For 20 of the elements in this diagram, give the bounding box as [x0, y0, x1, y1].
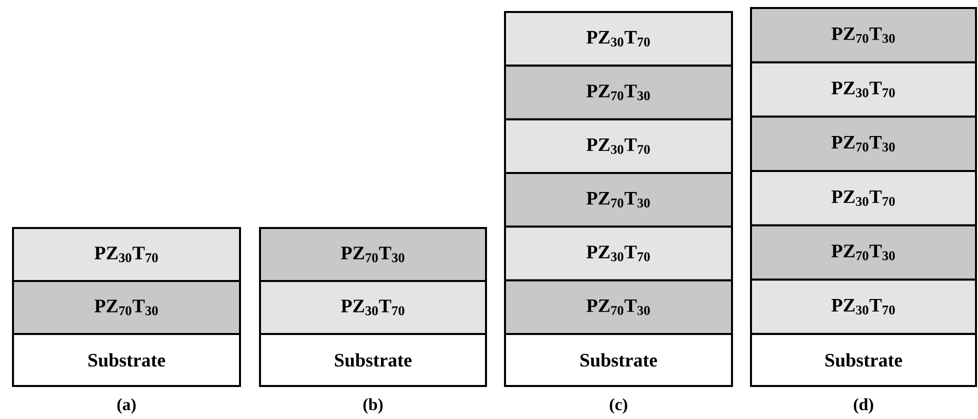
- layer-box: PZ$_{30}$T$_{70}$: [750, 61, 977, 118]
- layer-box: PZ$_{30}$T$_{70}$: [504, 118, 733, 174]
- layer-box: PZ$_{70}$T$_{30}$: [12, 280, 241, 335]
- layer-box: PZ$_{30}$T$_{70}$: [504, 10, 733, 67]
- layer-box: PZ$_{30}$T$_{70}$: [750, 170, 977, 226]
- layer-box: PZ$_{30}$T$_{70}$: [12, 226, 241, 282]
- layer-box: PZ$_{70}$T$_{30}$: [504, 279, 733, 336]
- layer-box: PZ$_{70}$T$_{30}$: [750, 116, 977, 172]
- layer-box: PZ$_{30}$T$_{70}$: [750, 278, 977, 335]
- layer-box: PZ$_{70}$T$_{30}$: [504, 64, 733, 120]
- layer-box: Substrate: [12, 332, 241, 387]
- layer-box: PZ$_{30}$T$_{70}$: [259, 280, 487, 335]
- layer-box: Substrate: [259, 332, 487, 387]
- layer-box: PZ$_{70}$T$_{30}$: [750, 224, 977, 281]
- layer-box: Substrate: [750, 332, 977, 387]
- layer-box: PZ$_{70}$T$_{30}$: [504, 172, 733, 228]
- layer-box: PZ$_{30}$T$_{70}$: [504, 226, 733, 282]
- layer-box: PZ$_{70}$T$_{30}$: [750, 7, 977, 64]
- layer-box: Substrate: [504, 332, 733, 387]
- layer-box: PZ$_{70}$T$_{30}$: [259, 226, 487, 282]
